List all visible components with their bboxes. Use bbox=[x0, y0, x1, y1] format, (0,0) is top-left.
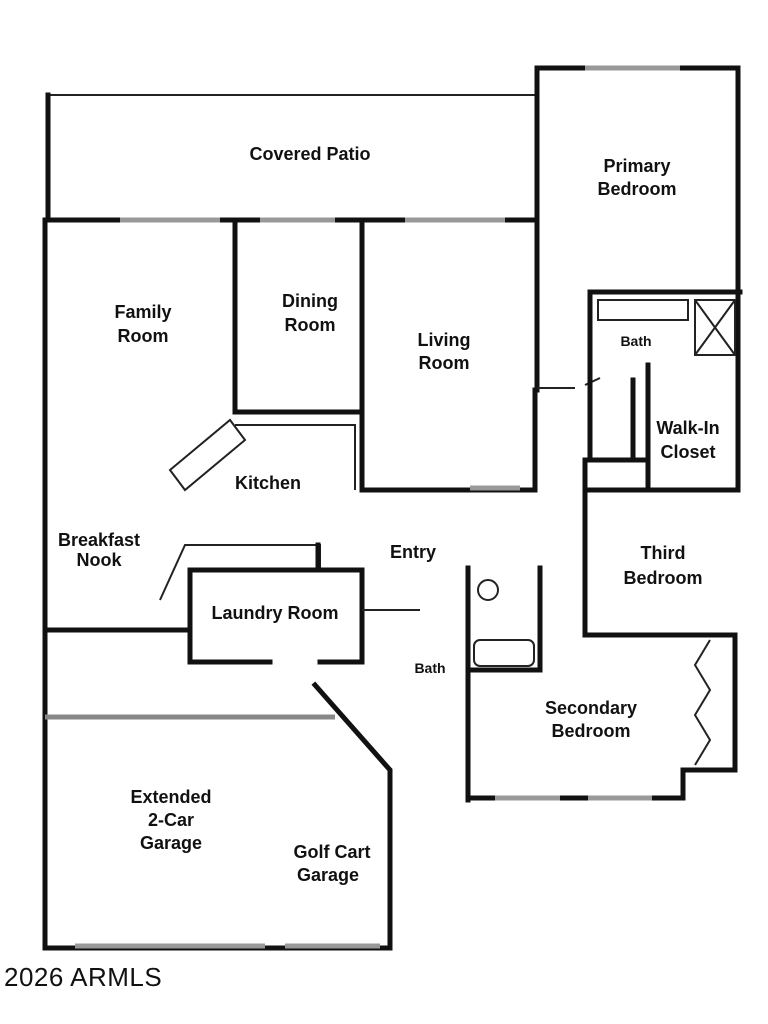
label-garage-2: 2-Car bbox=[148, 810, 194, 830]
label-golf-cart-garage-1: Golf Cart bbox=[293, 842, 370, 862]
label-breakfast-nook-1: Breakfast bbox=[58, 530, 140, 550]
label-primary-bedroom-2: Bedroom bbox=[597, 179, 676, 199]
label-living-room-1: Living bbox=[418, 330, 471, 350]
label-kitchen: Kitchen bbox=[235, 473, 301, 493]
label-family-room-1: Family bbox=[114, 302, 171, 322]
label-covered-patio: Covered Patio bbox=[249, 144, 370, 164]
label-family-room-2: Room bbox=[118, 326, 169, 346]
label-hall-bath: Bath bbox=[414, 660, 445, 676]
label-third-bedroom-1: Third bbox=[641, 543, 686, 563]
label-garage-3: Garage bbox=[140, 833, 202, 853]
walls bbox=[42, 65, 743, 951]
label-third-bedroom-2: Bedroom bbox=[623, 568, 702, 588]
windows bbox=[75, 65, 680, 949]
label-living-room-2: Room bbox=[419, 353, 470, 373]
label-dining-room-2: Room bbox=[285, 315, 336, 335]
label-garage-1: Extended bbox=[130, 787, 211, 807]
label-secondary-bedroom-1: Secondary bbox=[545, 698, 637, 718]
label-golf-cart-garage-2: Garage bbox=[297, 865, 359, 885]
label-walk-in-closet-1: Walk-In bbox=[656, 418, 719, 438]
label-secondary-bedroom-2: Bedroom bbox=[551, 721, 630, 741]
label-primary-bedroom-1: Primary bbox=[603, 156, 670, 176]
label-primary-bath: Bath bbox=[620, 333, 651, 349]
label-breakfast-nook-2: Nook bbox=[77, 550, 123, 570]
copyright-watermark: 2026 ARMLS bbox=[4, 962, 163, 992]
label-entry: Entry bbox=[390, 542, 436, 562]
label-laundry-room: Laundry Room bbox=[211, 603, 338, 623]
label-walk-in-closet-2: Closet bbox=[660, 442, 715, 462]
label-dining-room-1: Dining bbox=[282, 291, 338, 311]
